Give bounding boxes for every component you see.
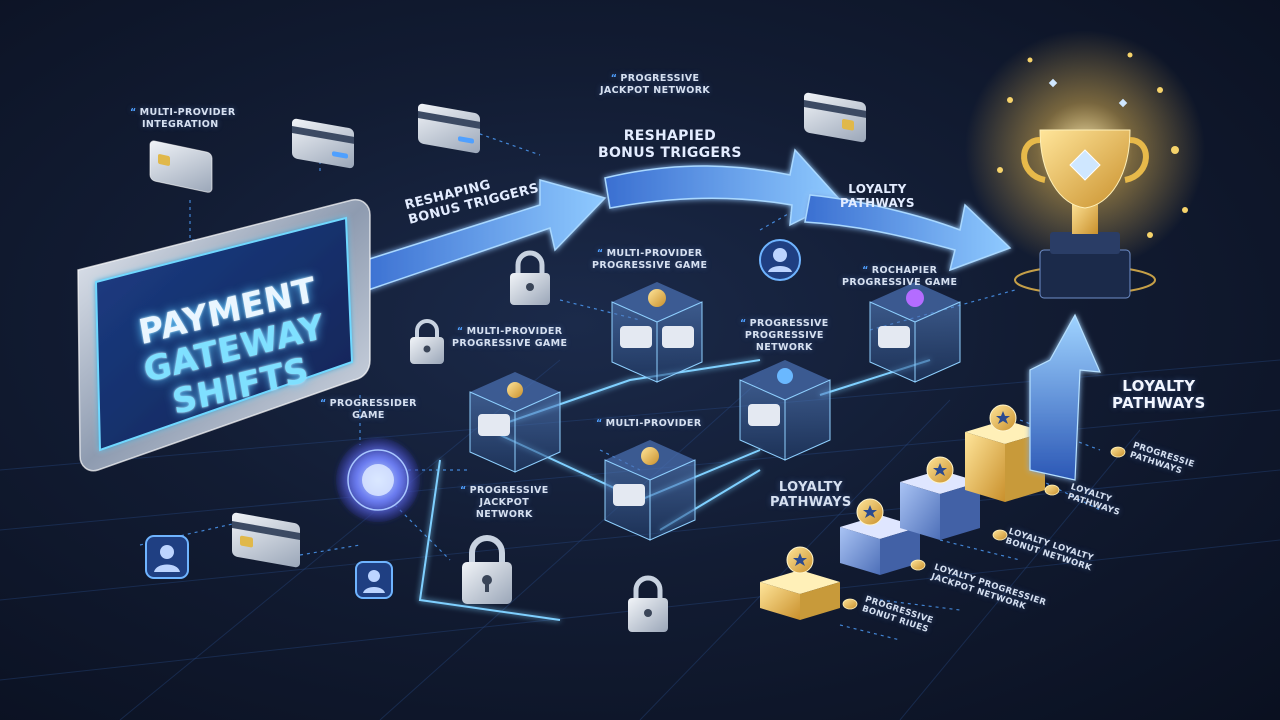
label-loyalty-pathways-right: LOYALTY PATHWAYS bbox=[1112, 378, 1206, 412]
label-multi-provider-integration: “MULTI-PROVIDER INTEGRATION bbox=[130, 107, 236, 130]
arrow-2-label-line-2: BONUS TRIGGERS bbox=[598, 145, 742, 161]
loyalty-step-box bbox=[760, 570, 840, 620]
user-icon bbox=[759, 239, 801, 281]
label-progressive-progressive-network: “PROGRESSIVE PROGRESSIVE NETWORK bbox=[740, 318, 829, 353]
label-line: LOYALTY bbox=[778, 480, 843, 495]
slot-machine-cube-icon bbox=[604, 440, 696, 541]
padlock-icon bbox=[510, 250, 550, 305]
slot-machine-cube-icon bbox=[469, 372, 561, 473]
padlock-icon bbox=[628, 575, 668, 632]
padlock-icon bbox=[410, 319, 444, 364]
slot-machine-cube-icon bbox=[611, 282, 703, 383]
user-icon bbox=[355, 561, 393, 599]
title-panel bbox=[77, 198, 371, 472]
arrow-2-label-line-1: RESHAPIED bbox=[623, 128, 717, 144]
label-line: ROCHAPIER bbox=[871, 265, 938, 276]
coin-icon bbox=[842, 446, 1126, 610]
flow-arrow-1 bbox=[359, 179, 607, 291]
label-rochapier-progressive-game: “ROCHAPIER PROGRESSIVE GAME bbox=[842, 265, 958, 288]
label-loyalty-pathways-center: LOYALTY PATHWAYS bbox=[770, 480, 852, 510]
label-line: PATHWAYS bbox=[1112, 394, 1206, 412]
label-line: JACKPOT bbox=[479, 497, 530, 508]
label-line: PROGRESSIVE bbox=[749, 318, 829, 329]
label-line: PROGRESSIVE bbox=[744, 330, 824, 341]
label-line: NETWORK bbox=[755, 342, 813, 353]
slot-machine-cube-icon bbox=[869, 282, 961, 383]
label-line: INTEGRATION bbox=[142, 119, 219, 130]
trophy-icon bbox=[965, 30, 1205, 299]
credit-card-icon bbox=[804, 92, 866, 143]
sparkles bbox=[997, 52, 1188, 238]
label-line: PROGRESSIVE bbox=[620, 73, 700, 84]
label-progressive-jackpot-network-bottom: “PROGRESSIVE JACKPOT NETWORK bbox=[460, 485, 549, 520]
user-icon bbox=[145, 535, 189, 579]
label-line: JACKPOT NETWORK bbox=[600, 85, 711, 96]
star-badge-icon bbox=[786, 546, 814, 574]
arrow-3-label-line-1: LOYALTY bbox=[848, 182, 907, 196]
rising-arrow bbox=[1029, 313, 1101, 481]
label-line: PROGRESSIVE GAME bbox=[592, 260, 708, 271]
credit-card-icon bbox=[149, 140, 213, 193]
star-badge-icon bbox=[856, 498, 884, 526]
label-line: PROGRESSIVE bbox=[469, 485, 549, 496]
flow-arrow-3 bbox=[804, 194, 1012, 272]
label-line: MULTI-PROVIDER bbox=[606, 248, 703, 259]
padlock-icon bbox=[462, 535, 512, 604]
label-line: LOYALTY bbox=[1122, 377, 1196, 395]
credit-card-icon bbox=[418, 103, 480, 154]
star-badge-icon bbox=[989, 404, 1017, 432]
star-badge-icon bbox=[926, 456, 954, 484]
label-line: MULTI-PROVIDER bbox=[139, 107, 236, 118]
label-progressive-jackpot-network-top: “PROGRESSIVE JACKPOT NETWORK bbox=[600, 73, 711, 96]
label-progressider-game: “PROGRESSIDER GAME bbox=[320, 398, 417, 421]
arrow-3-label: LOYALTY PATHWAYS bbox=[840, 182, 915, 210]
globe-orb-icon bbox=[336, 438, 420, 522]
label-line: NETWORK bbox=[475, 509, 533, 520]
label-line: PROGRESSIDER bbox=[329, 398, 417, 409]
label-line: PROGRESSIVE GAME bbox=[452, 338, 568, 349]
label-line: MULTI-PROVIDER bbox=[466, 326, 563, 337]
label-multi-provider-progressive-game-center: “MULTI-PROVIDER PROGRESSIVE GAME bbox=[592, 248, 708, 271]
label-line: PATHWAYS bbox=[770, 495, 852, 510]
label-multi-provider: “MULTI-PROVIDER bbox=[596, 418, 702, 429]
label-line: PROGRESSIVE GAME bbox=[842, 277, 958, 288]
slot-machine-cube-icon bbox=[739, 360, 831, 461]
credit-card-icon bbox=[232, 512, 300, 568]
label-line: MULTI-PROVIDER bbox=[605, 418, 702, 429]
arrow-3-label-line-2: PATHWAYS bbox=[840, 196, 915, 210]
label-line: GAME bbox=[352, 410, 385, 421]
credit-card-icon bbox=[292, 118, 354, 169]
arrow-2-label: RESHAPIED BONUS TRIGGERS bbox=[598, 128, 742, 162]
label-multi-provider-progressive-game-left: “MULTI-PROVIDER PROGRESSIVE GAME bbox=[452, 326, 568, 349]
